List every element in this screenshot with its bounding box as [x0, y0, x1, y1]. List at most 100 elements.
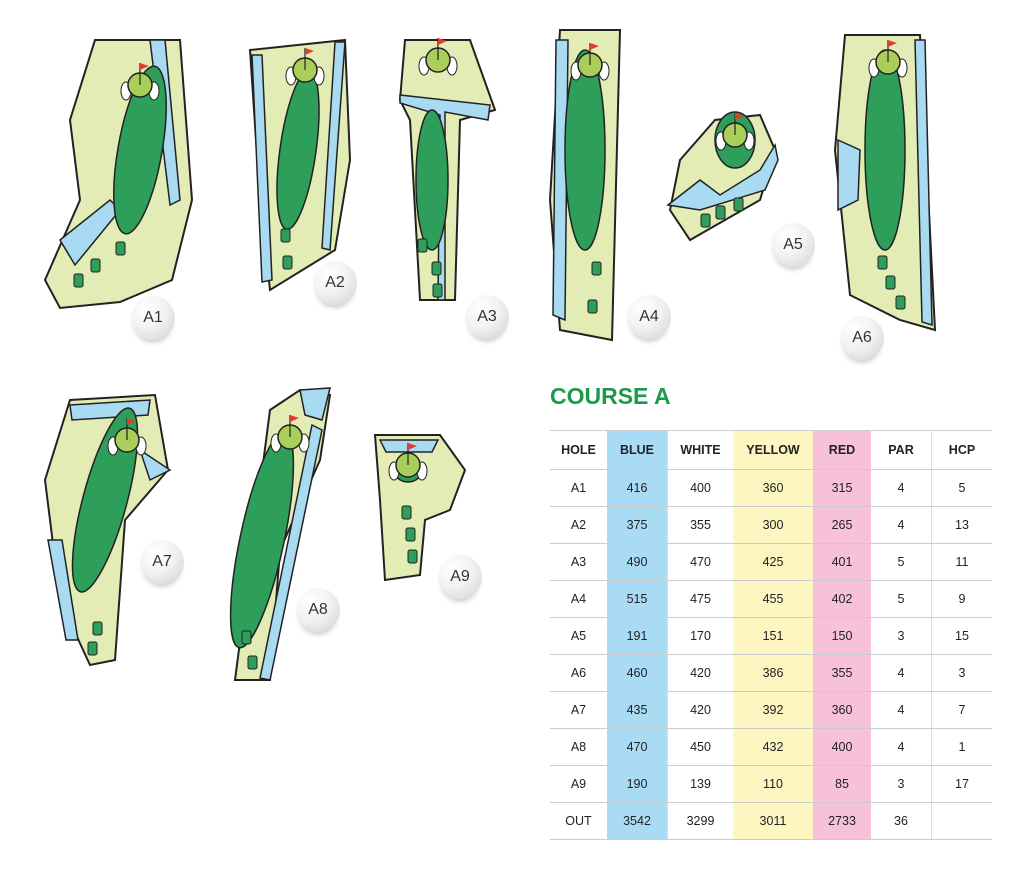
- flag-icon: [290, 415, 299, 422]
- tee-box: [733, 197, 744, 212]
- tee-box: [417, 238, 428, 253]
- hole-label-a7: A7: [140, 540, 184, 584]
- water-hazard: [259, 387, 331, 681]
- hole-label-a2: A2: [313, 261, 357, 305]
- cell-par: 4: [871, 506, 932, 544]
- flag-icon: [888, 40, 897, 47]
- tee-box: [877, 255, 888, 270]
- cell-blue: 515: [607, 580, 668, 618]
- cell-hcp: 5: [931, 469, 992, 507]
- cell-yellow: 300: [733, 506, 813, 544]
- cell-white: 420: [667, 654, 733, 692]
- cell-blue: 375: [607, 506, 668, 544]
- hole-label-a8: A8: [296, 588, 340, 632]
- tee-box: [87, 641, 98, 656]
- flag-icon: [127, 418, 136, 425]
- cell-white: 3299: [667, 802, 733, 840]
- cell-red: 150: [813, 617, 871, 655]
- tee-box: [282, 255, 293, 270]
- column-header-par: PAR: [871, 430, 932, 470]
- cell-blue: 191: [607, 617, 668, 655]
- cell-par: 4: [871, 654, 932, 692]
- cell-yellow: 392: [733, 691, 813, 729]
- cell-white: 355: [667, 506, 733, 544]
- cell-red: 2733: [813, 802, 871, 840]
- water-hazard: [552, 39, 569, 322]
- fairway: [415, 109, 449, 251]
- cell-blue: 416: [607, 469, 668, 507]
- cell-white: 475: [667, 580, 733, 618]
- hole-label-a6: A6: [840, 316, 884, 360]
- cell-blue: 3542: [607, 802, 668, 840]
- hole-map-a6: [833, 34, 937, 332]
- cell-hole: A4: [550, 580, 607, 618]
- scorecard-title: COURSE A: [550, 383, 671, 409]
- cell-red: 355: [813, 654, 871, 692]
- tee-box: [115, 241, 126, 256]
- tee-box: [73, 273, 84, 288]
- cell-par: 3: [871, 617, 932, 655]
- cell-yellow: 3011: [733, 802, 813, 840]
- cell-hole: A3: [550, 543, 607, 581]
- cell-blue: 435: [607, 691, 668, 729]
- cell-hcp: 7: [931, 691, 992, 729]
- cell-hole: A5: [550, 617, 607, 655]
- cell-hcp: 11: [931, 543, 992, 581]
- hole-label-a1: A1: [131, 296, 175, 340]
- water-hazard: [251, 41, 346, 283]
- cell-hole: A8: [550, 728, 607, 766]
- tee-box: [587, 299, 598, 314]
- fairway: [113, 65, 167, 235]
- cell-red: 360: [813, 691, 871, 729]
- cell-white: 400: [667, 469, 733, 507]
- tee-box: [280, 228, 291, 243]
- tee-box: [90, 258, 101, 273]
- cell-par: 3: [871, 765, 932, 803]
- cell-par: 5: [871, 580, 932, 618]
- fairway: [564, 49, 606, 251]
- cell-yellow: 425: [733, 543, 813, 581]
- column-header-hole: HOLE: [550, 430, 607, 470]
- tee-box: [715, 205, 726, 220]
- cell-blue: 470: [607, 728, 668, 766]
- cell-par: 4: [871, 691, 932, 729]
- water-hazard: [837, 39, 933, 327]
- hole-map-a8: [229, 387, 332, 681]
- cell-hole: A2: [550, 506, 607, 544]
- hole-map-a2: [248, 38, 352, 292]
- cell-red: 265: [813, 506, 871, 544]
- cell-white: 450: [667, 728, 733, 766]
- cell-hcp: 15: [931, 617, 992, 655]
- cell-blue: 190: [607, 765, 668, 803]
- flag-icon: [140, 63, 149, 70]
- cell-yellow: 360: [733, 469, 813, 507]
- tee-box: [247, 655, 258, 670]
- column-header-blue: BLUE: [607, 430, 668, 470]
- flag-icon: [735, 113, 744, 120]
- hole-map-a9: [373, 434, 467, 582]
- hole-map-a4: [548, 29, 622, 342]
- cell-hole: A7: [550, 691, 607, 729]
- tee-box: [407, 549, 418, 564]
- tee-box: [885, 275, 896, 290]
- tee-box: [591, 261, 602, 276]
- cell-hcp: 13: [931, 506, 992, 544]
- cell-red: 85: [813, 765, 871, 803]
- cell-yellow: 432: [733, 728, 813, 766]
- hole-map-a3: [398, 38, 497, 301]
- hole-label-a3: A3: [465, 295, 509, 339]
- tee-box: [700, 213, 711, 228]
- tee-box: [432, 283, 443, 298]
